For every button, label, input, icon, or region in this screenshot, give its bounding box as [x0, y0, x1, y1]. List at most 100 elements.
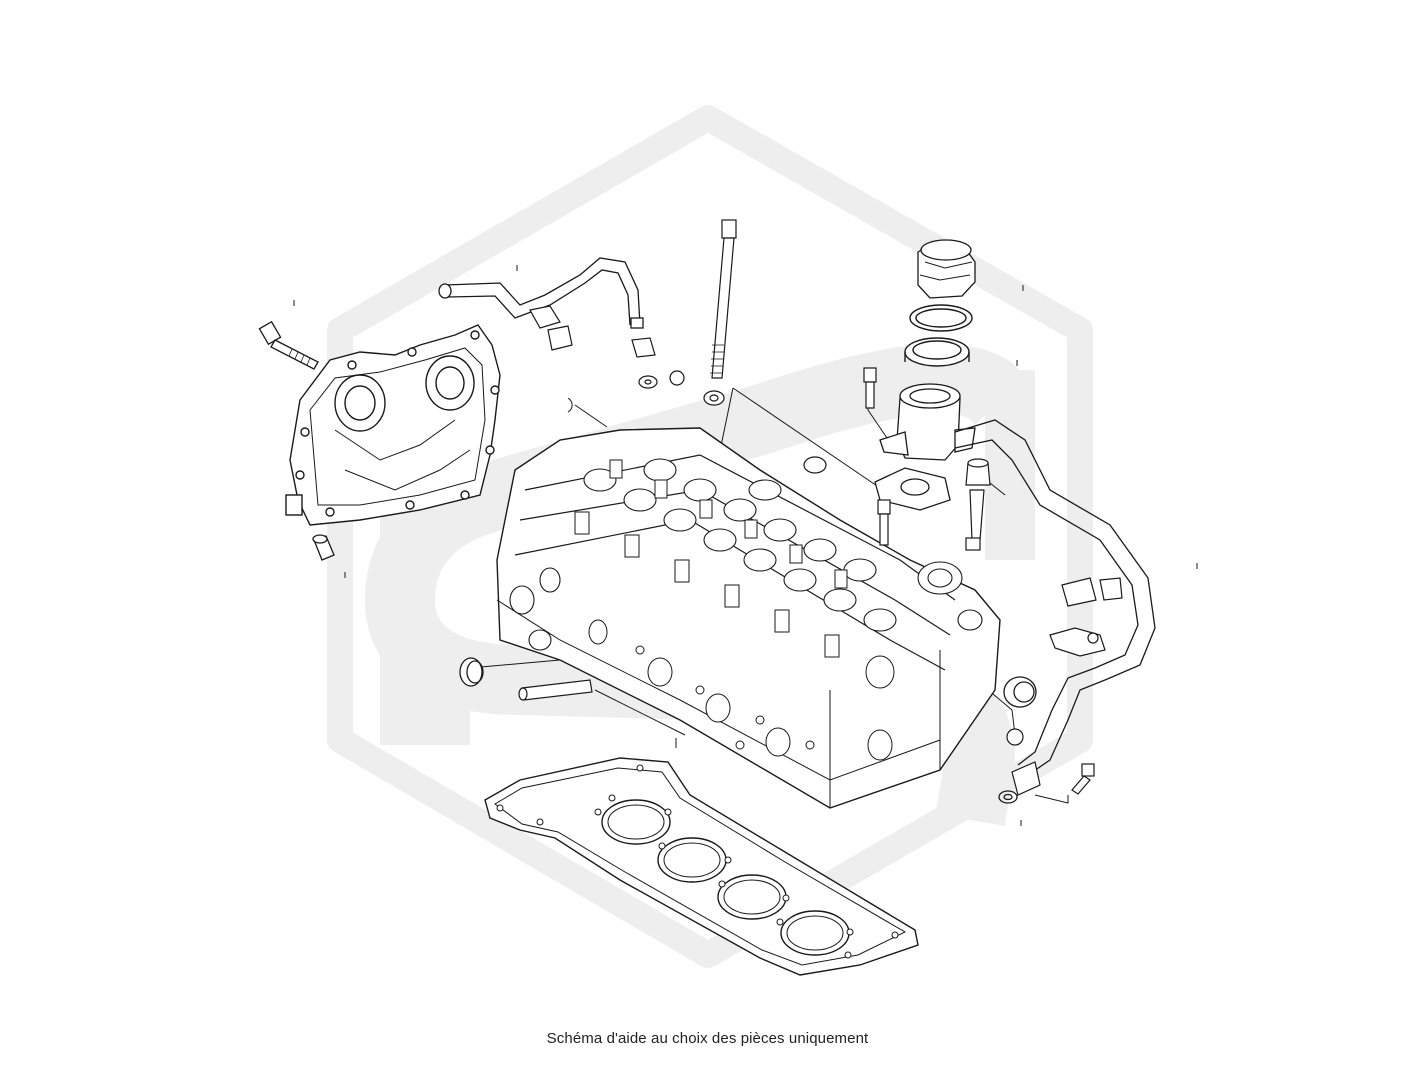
port — [865, 655, 895, 689]
seal-ring-outer — [909, 304, 973, 332]
gasket-hole — [536, 818, 544, 826]
bolt-hole — [407, 347, 417, 357]
hose-end — [438, 283, 452, 299]
gasket-bore-2-ring — [663, 842, 721, 878]
stud-shank — [865, 381, 875, 409]
plug-face — [459, 657, 483, 687]
timing-cover-bore — [425, 355, 475, 411]
bearing-cap — [574, 511, 590, 535]
cam-lobe — [823, 588, 857, 612]
hose-outline-lower — [447, 269, 631, 326]
cam-lobe — [863, 608, 897, 632]
bearing-cap — [609, 459, 623, 479]
cam-lobe — [743, 548, 777, 572]
hose-outline-upper — [954, 419, 1156, 776]
sealing-washer — [1006, 728, 1024, 746]
gasket-hole — [891, 931, 899, 939]
cam-lobe — [683, 478, 717, 502]
stud-bolt — [863, 367, 891, 546]
bolt-hole — [460, 490, 470, 500]
bearing-cap — [674, 559, 690, 583]
sealing-washers — [638, 370, 1024, 746]
diagram-caption: Schéma d'aide au choix des pièces unique… — [546, 1030, 869, 1047]
bearing-cap — [744, 519, 758, 539]
bearing-cap — [699, 499, 713, 519]
timing-cover-web — [334, 419, 456, 461]
bolt-hole — [325, 507, 335, 517]
bearing-cap — [654, 479, 668, 499]
gasket-bore-3-ring — [723, 879, 781, 915]
watermark-hexagon — [327, 105, 1093, 968]
gasket-hole — [636, 764, 644, 772]
bolt-thread — [288, 348, 311, 366]
boss — [528, 629, 552, 651]
reference-ticks — [293, 265, 1198, 826]
cap-top — [920, 239, 972, 261]
o-ring — [998, 790, 1018, 804]
gasket-bore-1 — [601, 799, 671, 845]
cam-lobe — [583, 468, 617, 492]
thermostat-bore — [927, 568, 953, 588]
port — [647, 657, 673, 687]
gasket-hole — [846, 928, 854, 936]
bolt-hole — [490, 385, 500, 395]
neck-bore — [909, 388, 951, 404]
gasket-hole — [718, 880, 726, 888]
bolt-hole — [735, 740, 745, 750]
head-ports — [588, 619, 895, 761]
blanking-plug — [459, 657, 484, 687]
filler-cap-seal-ring — [909, 304, 973, 332]
neck-seal-inner — [912, 340, 962, 360]
connector-clip — [1099, 577, 1123, 601]
bolt-hole — [300, 427, 310, 437]
plug-rim — [1013, 681, 1035, 703]
stud-head — [863, 367, 877, 383]
timing-cover-bolt — [258, 320, 319, 370]
camshaft-assembly — [583, 458, 897, 632]
pin-end — [518, 687, 528, 701]
neck-flange — [879, 431, 909, 456]
bolt-hole — [295, 470, 305, 480]
washer-hole — [709, 394, 719, 402]
bolt-shank — [1071, 775, 1091, 795]
neck-seal-side — [904, 352, 970, 362]
hose-bracket — [1049, 627, 1106, 657]
timing-cover-bore-inner — [435, 366, 465, 400]
gasket-hole — [776, 918, 784, 926]
cam-lobe — [803, 538, 837, 562]
hose-clip — [630, 317, 644, 329]
sealing-washer — [669, 370, 685, 386]
bearing-cap — [724, 584, 740, 608]
timing-cover-bore — [334, 374, 386, 432]
gasket-bore-2 — [657, 837, 727, 883]
breather-connector — [529, 305, 656, 358]
bearing-cap — [774, 609, 790, 633]
guide-pin — [518, 679, 593, 701]
dowel-sleeve — [312, 534, 335, 561]
gasket-hole — [664, 808, 672, 816]
bearing-cap — [789, 544, 803, 564]
bearing-caps — [574, 459, 848, 658]
oil-filler-neck — [879, 383, 976, 461]
stud-shank — [879, 513, 889, 546]
leader-line — [594, 689, 686, 736]
cylinder-head — [496, 427, 1001, 809]
bolt-hole — [405, 500, 415, 510]
cam-lobe — [623, 488, 657, 512]
cam-lobe — [643, 458, 677, 482]
bolt-head — [1081, 763, 1095, 777]
hose-connector — [1061, 577, 1123, 607]
timing-cover — [285, 324, 501, 526]
bolt-shank — [711, 237, 735, 379]
bracket-bolt-hole — [1087, 632, 1099, 644]
boss — [509, 585, 535, 615]
cam-gear — [748, 479, 782, 501]
oil-filler-cap — [917, 239, 976, 299]
sealing-washer — [803, 456, 827, 474]
boss — [539, 567, 561, 593]
cam-lobe — [843, 558, 877, 582]
connector-body — [1061, 577, 1097, 607]
port — [867, 729, 893, 761]
port — [705, 693, 731, 723]
